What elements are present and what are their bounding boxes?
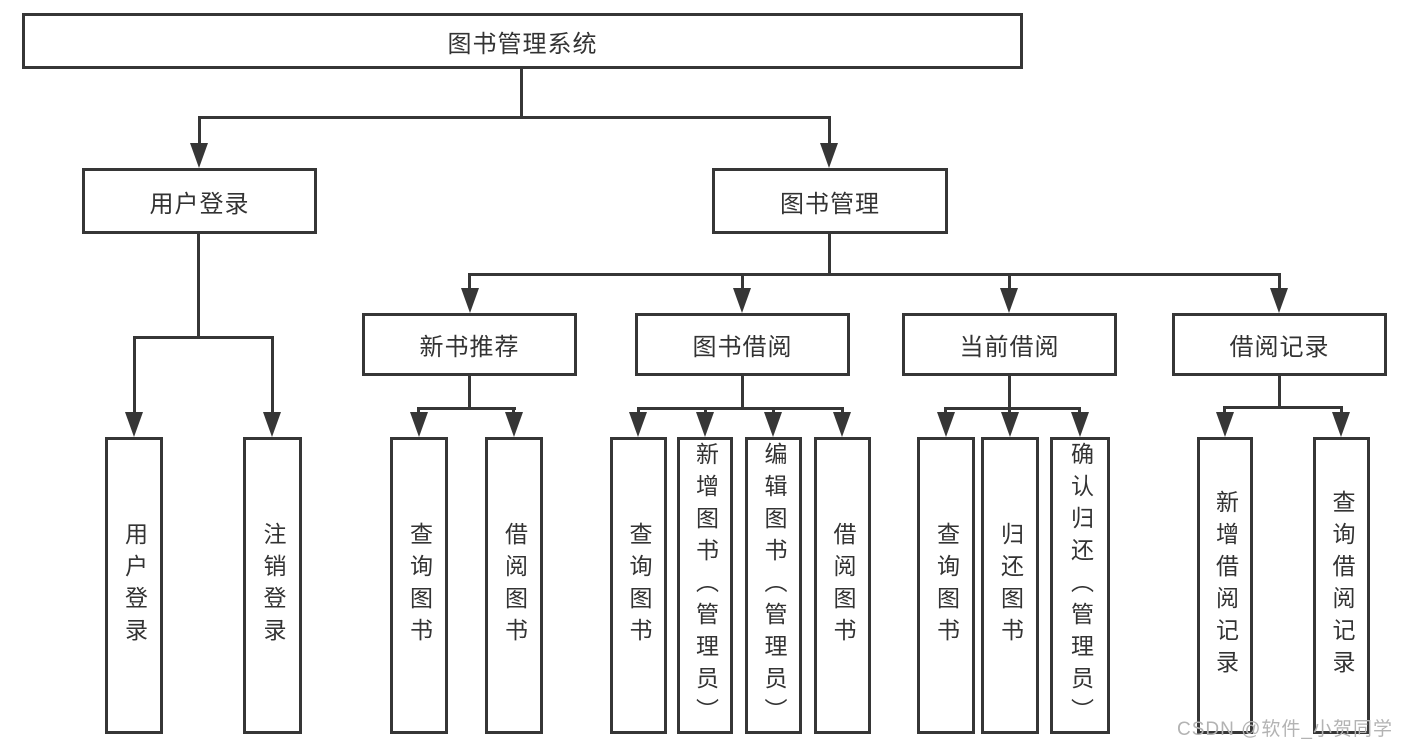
connector-line — [1278, 376, 1281, 409]
node-leaf-edit-books-admin: 编辑图书（管理员） — [745, 437, 802, 734]
connector-line — [704, 407, 707, 415]
arrow-head-icon — [820, 143, 838, 168]
node-leaf-user-login: 用户登录 — [105, 437, 163, 734]
arrow-head-icon — [696, 412, 714, 437]
arrow-head-icon — [410, 412, 428, 437]
connector-line — [512, 407, 515, 415]
node-borrow-records: 借阅记录 — [1172, 313, 1387, 376]
arrow-head-icon — [1071, 412, 1089, 437]
connector-line — [520, 69, 523, 119]
node-leaf-return-books: 归还图书 — [981, 437, 1039, 734]
connector-line — [741, 273, 744, 290]
arrow-head-icon — [505, 412, 523, 437]
connector-line — [944, 407, 1081, 410]
node-current-borrow: 当前借阅 — [902, 313, 1117, 376]
connector-line — [828, 234, 831, 276]
arrow-head-icon — [1216, 412, 1234, 437]
node-new-book-recommend: 新书推荐 — [362, 313, 577, 376]
node-leaf-add-borrow-record: 新增借阅记录 — [1197, 437, 1253, 734]
connector-line — [417, 407, 420, 415]
arrow-head-icon — [629, 412, 647, 437]
arrow-head-icon — [764, 412, 782, 437]
connector-line — [468, 376, 471, 410]
connector-line — [271, 336, 274, 415]
watermark: CSDN @软件_小贺同学 — [1177, 719, 1393, 740]
node-leaf-logout: 注销登录 — [243, 437, 302, 734]
arrow-head-icon — [937, 412, 955, 437]
arrow-head-icon — [1001, 412, 1019, 437]
connector-line — [841, 407, 844, 415]
connector-line — [1340, 406, 1343, 415]
arrow-head-icon — [733, 288, 751, 313]
connector-line — [944, 407, 947, 415]
connector-line — [828, 116, 831, 146]
node-library-system: 图书管理系统 — [22, 13, 1023, 69]
node-book-borrow: 图书借阅 — [635, 313, 850, 376]
connector-line — [197, 232, 200, 339]
connector-line — [198, 116, 831, 119]
connector-line — [1078, 407, 1081, 415]
connector-line — [741, 376, 744, 410]
connector-line — [468, 273, 1281, 276]
node-book-management: 图书管理 — [712, 168, 948, 234]
node-user-login: 用户登录 — [82, 168, 317, 234]
node-leaf-confirm-return-admin: 确认归还（管理员） — [1050, 437, 1110, 734]
connector-line — [1278, 273, 1281, 290]
node-leaf-query-books-2: 查询图书 — [610, 437, 667, 734]
connector-line — [1008, 273, 1011, 290]
connector-line — [637, 407, 844, 410]
arrow-head-icon — [1270, 288, 1288, 313]
node-leaf-query-books-1: 查询图书 — [390, 437, 448, 734]
connector-line — [1223, 406, 1226, 415]
node-leaf-query-books-3: 查询图书 — [917, 437, 975, 734]
arrow-head-icon — [190, 143, 208, 168]
node-leaf-query-borrow-record: 查询借阅记录 — [1313, 437, 1370, 734]
connector-line — [133, 336, 136, 415]
connector-line — [637, 407, 640, 415]
node-leaf-borrow-books-2: 借阅图书 — [814, 437, 871, 734]
connector-line — [1008, 407, 1011, 415]
node-leaf-borrow-books-1: 借阅图书 — [485, 437, 543, 734]
arrow-head-icon — [461, 288, 479, 313]
connector-line — [468, 273, 471, 290]
connector-line — [1008, 376, 1011, 410]
connector-line — [133, 336, 274, 339]
connector-line — [772, 407, 775, 415]
arrow-head-icon — [125, 412, 143, 437]
connector-line — [1223, 406, 1343, 409]
connector-line — [198, 116, 201, 146]
connector-line — [417, 407, 516, 410]
arrow-head-icon — [1332, 412, 1350, 437]
arrow-head-icon — [833, 412, 851, 437]
arrow-head-icon — [263, 412, 281, 437]
arrow-head-icon — [1000, 288, 1018, 313]
node-leaf-add-books-admin: 新增图书（管理员） — [677, 437, 733, 734]
